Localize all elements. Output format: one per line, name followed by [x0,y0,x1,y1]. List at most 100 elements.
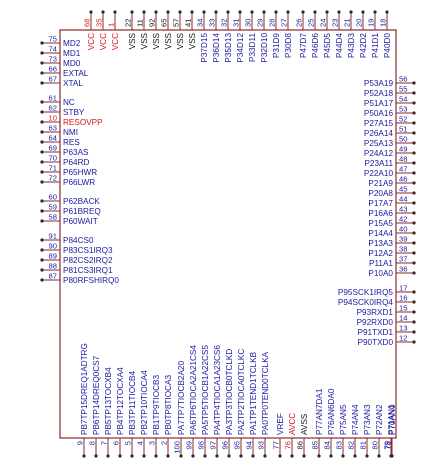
pin-number: 52 [399,115,407,124]
pin-end-dot [40,180,44,184]
pin-name: PA5TP5TIOCB1A22CS5 [201,345,210,435]
pin-end-dot [337,10,341,14]
pin-end-dot [40,170,44,174]
pin-number: 37 [399,255,407,264]
pin-number: 18 [379,19,388,27]
pin-number: 30 [244,19,253,27]
pin-number: 6 [112,441,121,445]
pin-number: 11 [136,19,145,27]
pin-number: 15 [399,304,407,313]
pin-number: 88 [49,262,57,271]
pin-end-dot [106,454,110,458]
pin-number: 67 [49,75,57,84]
pin-number: 97 [209,441,218,449]
pin-number: 78 [384,441,393,449]
pin-name: PA7TP7TIOCB2A20 [177,361,186,435]
pin-end-dot [202,10,206,14]
pin-name: P43D3 [347,33,356,58]
pin-number: 60 [49,193,57,202]
pin-end-dot [226,10,230,14]
pin-name: PA6TP6TIOCA2A21CS4 [189,345,198,435]
pin-name: RES [63,138,80,147]
pin-name: NMI [63,128,78,137]
pin-end-dot [286,10,290,14]
pin-end-dot [412,241,416,245]
pin-number: 36 [399,265,407,274]
pin-name: P16A6 [368,209,393,218]
pin-number: 5 [124,441,133,445]
pin-end-dot [178,10,182,14]
pin-end-dot [412,340,416,344]
pin-number: 19 [367,19,376,27]
pin-number: 49 [399,145,407,154]
pin-end-dot [412,251,416,255]
pin-number: 1 [107,23,116,27]
pin-number: 29 [256,19,265,27]
pin-name: PB0TP8TIOCA3 [164,374,173,435]
pin-number: 24 [319,19,328,27]
pin-number: 94 [245,441,254,449]
pin-name: P11A1 [369,259,393,268]
pin-end-dot [239,454,243,458]
pin-number: 21 [343,19,352,27]
pin-end-dot [412,151,416,155]
pin-number: 40 [399,225,407,234]
pin-name: P73AN3 [363,404,372,435]
pin-number: 98 [197,441,206,449]
pin-end-dot [412,310,416,314]
pin-name: P72AN2 [375,404,384,435]
pin-end-dot [412,191,416,195]
pin-number: 92 [148,19,157,27]
pin-number: 81 [359,441,368,449]
pin-end-dot [377,454,381,458]
pin-name: P20A8 [368,189,393,198]
pin-name: PB7TP15DREQ1ADTRG [80,343,89,435]
pin-end-dot [301,10,305,14]
pin-name: P82CS2IRQ2 [63,256,113,265]
pin-number: 53 [399,105,407,114]
pin-name: VSS [140,32,149,49]
pin-end-dot [341,454,345,458]
pin-number: 32 [220,19,229,27]
pin-name: EXTAL [63,69,89,78]
pin-number: 51 [399,125,407,134]
pin-end-dot [40,278,44,282]
pin-number: 62 [49,104,57,113]
pin-number: 20 [355,19,364,27]
pin-name: P44D4 [335,33,344,58]
pin-name: P14A4 [368,229,393,238]
pin-number: 35 [95,19,104,27]
pin-number: 10 [49,114,57,123]
pin-end-dot [353,454,357,458]
pin-number: 72 [49,174,57,183]
pin-number: 93 [257,441,266,449]
pin-name: P84CS0 [63,236,94,245]
